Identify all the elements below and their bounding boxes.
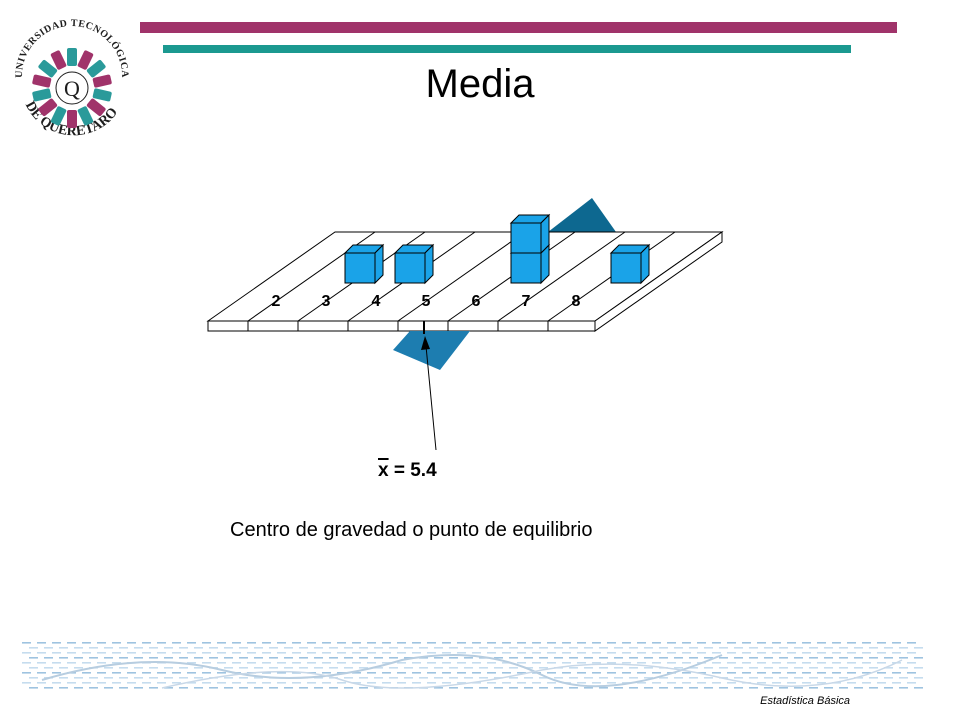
scale-label: 3 — [322, 293, 331, 310]
logo-petal — [50, 106, 67, 126]
logo-petal — [86, 98, 106, 117]
logo-petal — [38, 98, 58, 117]
data-blocks — [343, 213, 651, 285]
board-front — [207, 320, 596, 332]
mean-arrow — [425, 345, 437, 451]
logo-petal — [50, 50, 67, 70]
logo-petal — [77, 106, 94, 126]
mean-arrow-head — [421, 336, 430, 350]
mean-symbol: x — [378, 460, 389, 481]
board-front-ticks — [247, 321, 549, 331]
footer-text: Estadística Básica — [760, 695, 850, 707]
board-side — [594, 231, 723, 332]
mean-value: = 5.4 — [388, 460, 437, 481]
logo-petal — [77, 50, 94, 70]
logo-petal — [86, 59, 106, 78]
scale-label: 2 — [272, 293, 281, 310]
scale-label: 7 — [522, 293, 531, 310]
scale-label: 4 — [372, 293, 381, 310]
university-logo: UNIVERSIDAD TECNOLÓGICA DE QUERETARO Q — [14, 18, 130, 140]
data-block — [509, 213, 551, 255]
scale-label: 5 — [422, 293, 431, 310]
header-accent-bar-top — [140, 22, 897, 33]
data-block — [343, 243, 385, 285]
data-block — [609, 243, 651, 285]
data-block — [393, 243, 435, 285]
caption: Centro de gravedad o punto de equilibrio — [230, 519, 593, 541]
logo-petals — [32, 48, 112, 128]
logo-petal — [32, 88, 52, 102]
mean-label: x = 5.4 — [378, 460, 437, 482]
scale-labels: 2 3 4 5 6 7 8 — [272, 293, 581, 310]
header-accent-bar-bottom — [163, 45, 851, 53]
logo-petal — [67, 110, 77, 128]
footer-decoration — [22, 642, 923, 689]
logo-petal — [67, 48, 77, 66]
fulcrum-back — [548, 198, 616, 232]
logo-petal — [92, 74, 112, 88]
logo-petal — [32, 74, 52, 88]
fulcrum-front — [393, 331, 470, 370]
logo-letter: Q — [64, 76, 80, 101]
scale-label: 6 — [472, 293, 481, 310]
page-title: Media — [425, 62, 535, 106]
logo-petal — [38, 59, 58, 78]
logo-petal — [92, 88, 112, 102]
scale-label: 8 — [572, 293, 581, 310]
